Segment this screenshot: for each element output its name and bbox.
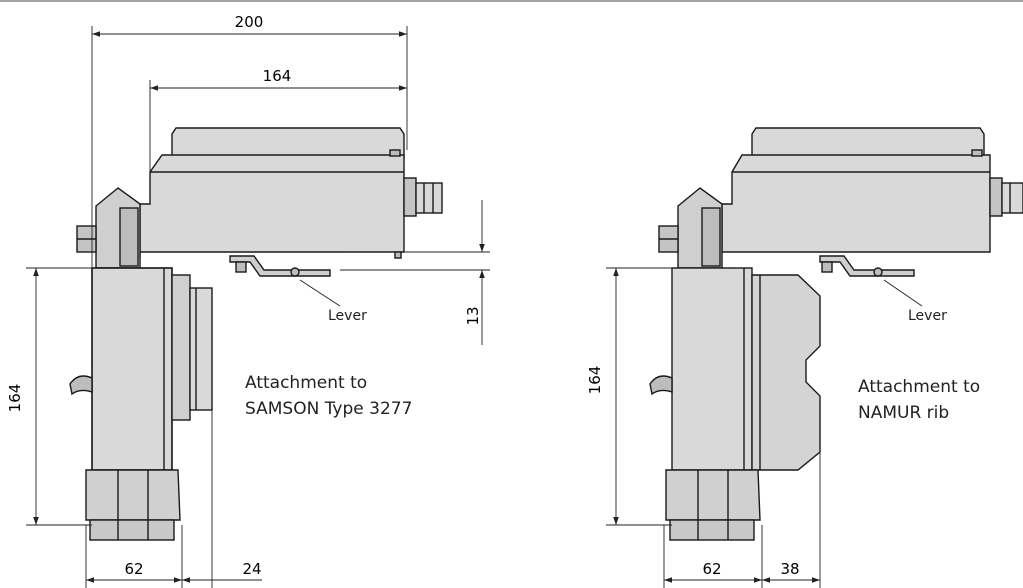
dim-164-right-label: 164: [586, 366, 604, 395]
right-view: 164 62 38 Lever Attachment to NAMUR rib: [586, 127, 1023, 588]
dim-38-label: 38: [780, 560, 799, 578]
lever-label-right: Lever: [908, 308, 947, 324]
dim-62-label: 62: [124, 560, 143, 578]
dim-200-label: 200: [235, 13, 264, 31]
left-device-body: [69, 127, 443, 541]
caption-line-1: Attachment to: [245, 373, 367, 393]
left-dimensions: [26, 26, 490, 588]
lever-label: Lever: [328, 308, 367, 324]
left-view: 200 164 164 13 62 24 Lever Attachment to…: [6, 13, 490, 588]
dim-13-label: 13: [464, 306, 482, 325]
right-device-body: [649, 127, 1023, 541]
dim-164-left-label: 164: [6, 384, 24, 413]
caption-line-2: SAMSON Type 3277: [245, 399, 412, 419]
caption-right-line-1: Attachment to: [858, 377, 980, 397]
dim-62-right-label: 62: [702, 560, 721, 578]
dim-164-top-label: 164: [263, 67, 292, 85]
right-dimensions: [606, 267, 923, 588]
caption-right-line-2: NAMUR rib: [858, 403, 949, 423]
dim-24-label: 24: [242, 560, 261, 578]
